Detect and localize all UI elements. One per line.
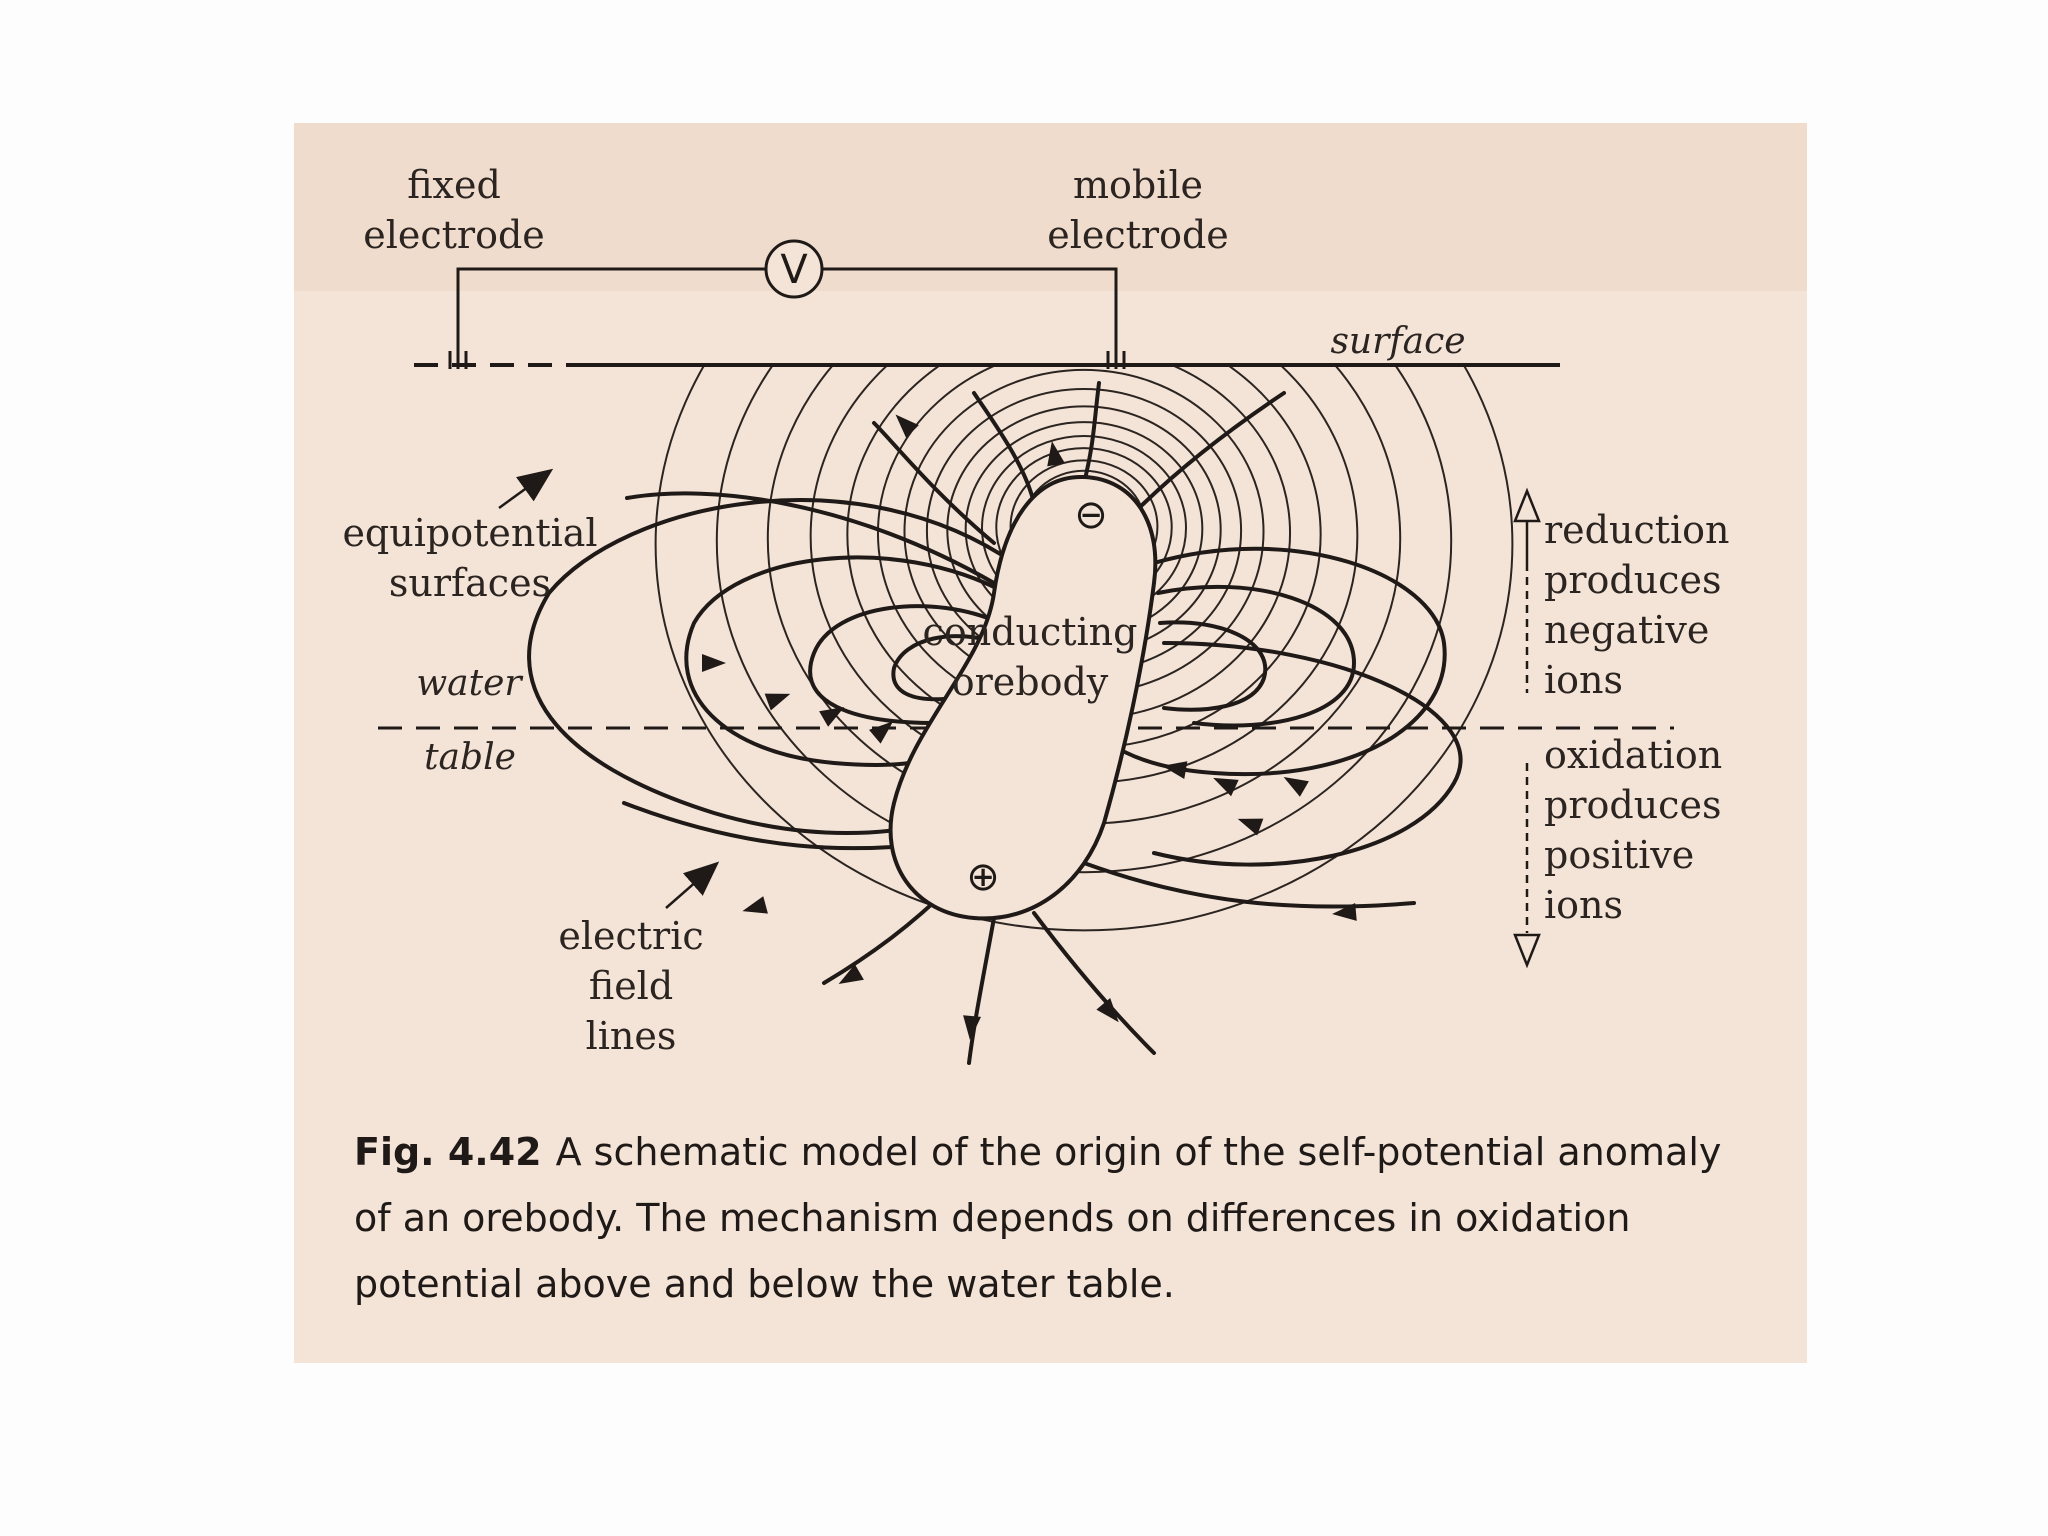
field-lines-label-line2: field [589, 964, 673, 1008]
field-arrowhead [838, 964, 864, 984]
field-line [1132, 391, 1286, 515]
field-line [684, 555, 1008, 767]
field-arrowhead [963, 1015, 982, 1040]
field-line [967, 916, 996, 1065]
field-arrowhead [1332, 902, 1357, 921]
field-line [1152, 641, 1463, 867]
field-lines-label-line3: lines [586, 1014, 677, 1058]
water-table-label-table: table [424, 737, 516, 778]
mobile-electrode-wire [816, 267, 1118, 359]
equipotential-label-line2: surfaces [389, 561, 551, 605]
caption-text: A schematic model of the origin of the s… [354, 1130, 1722, 1306]
positive-charge-symbol: ⊕ [966, 854, 1000, 900]
field-arrowhead [819, 707, 845, 727]
field-arrowhead [702, 654, 726, 672]
field-arrowhead [1047, 441, 1065, 467]
field-line [1082, 861, 1416, 909]
field-arrowhead [1283, 777, 1309, 797]
field-arrowhead [1162, 761, 1188, 779]
field-line [1158, 620, 1268, 712]
ion-arrows [1513, 487, 1541, 969]
orebody-label-line2: orebody [952, 660, 1109, 704]
oxidation-label-line1: oxidation [1544, 733, 1722, 777]
field-line [1107, 546, 1447, 777]
field-arrowhead [1096, 998, 1119, 1023]
mobile-electrode [1106, 351, 1126, 369]
reduction-label-line4: ions [1544, 658, 1623, 702]
field-line [872, 421, 996, 545]
fixed-electrode-wire [456, 267, 772, 359]
equipotential-arc [654, 363, 1514, 932]
figure-number: Fig. 4.42 [354, 1130, 542, 1174]
surface-label: surface [1330, 321, 1465, 362]
field-arrowhead [764, 693, 791, 711]
oxidation-label-line2: produces [1544, 783, 1721, 827]
fixed-electrode-label-line1: fixed [407, 163, 501, 207]
field-line [527, 498, 1016, 835]
field-line [625, 491, 996, 585]
reduction-label-line1: reduction [1544, 508, 1730, 552]
orebody-label-line1: conducting [923, 610, 1138, 654]
field-line [622, 801, 936, 851]
surface-and-circuit [414, 239, 1560, 369]
oxidation-label-line4: ions [1544, 883, 1623, 927]
field-arrowhead [895, 414, 919, 438]
oxidation-label-line3: positive [1544, 833, 1694, 877]
field-arrowhead [1213, 777, 1239, 797]
field-arrowhead [869, 721, 894, 744]
fixed-electrode-label-line2: electrode [363, 213, 545, 257]
equipotential-label-line1: equipotential [342, 511, 597, 555]
water-table-label-water: water [416, 663, 523, 704]
mobile-electrode-label-line1: mobile [1073, 163, 1203, 207]
figure-panel: V ⊖ ⊕ [294, 123, 1807, 1363]
voltmeter-label: V [780, 247, 808, 293]
field-arrowhead [1237, 818, 1264, 836]
reduction-label-line3: negative [1544, 608, 1709, 652]
field-line [1156, 584, 1357, 728]
diagram-labels: fixed electrode mobile electrode surface… [342, 163, 1729, 1058]
equipotential-arc [715, 363, 1453, 874]
label-pointers [498, 468, 720, 909]
background-band [294, 123, 1807, 291]
field-line [808, 604, 1002, 725]
self-potential-diagram: V ⊖ ⊕ [342, 163, 1730, 1065]
conducting-orebody [888, 474, 1158, 921]
field-line [1082, 381, 1101, 485]
mobile-electrode-label-line2: electrode [1047, 213, 1229, 257]
reduction-label-line2: produces [1544, 558, 1721, 602]
negative-charge-symbol: ⊖ [1074, 492, 1108, 538]
field-lines-label-line1: electric [558, 914, 703, 958]
field-line [891, 634, 1000, 702]
field-arrowhead [742, 896, 768, 914]
field-line [972, 391, 1036, 505]
fixed-electrode [448, 351, 468, 369]
voltmeter-circle [764, 239, 824, 299]
field-line [1032, 911, 1156, 1055]
